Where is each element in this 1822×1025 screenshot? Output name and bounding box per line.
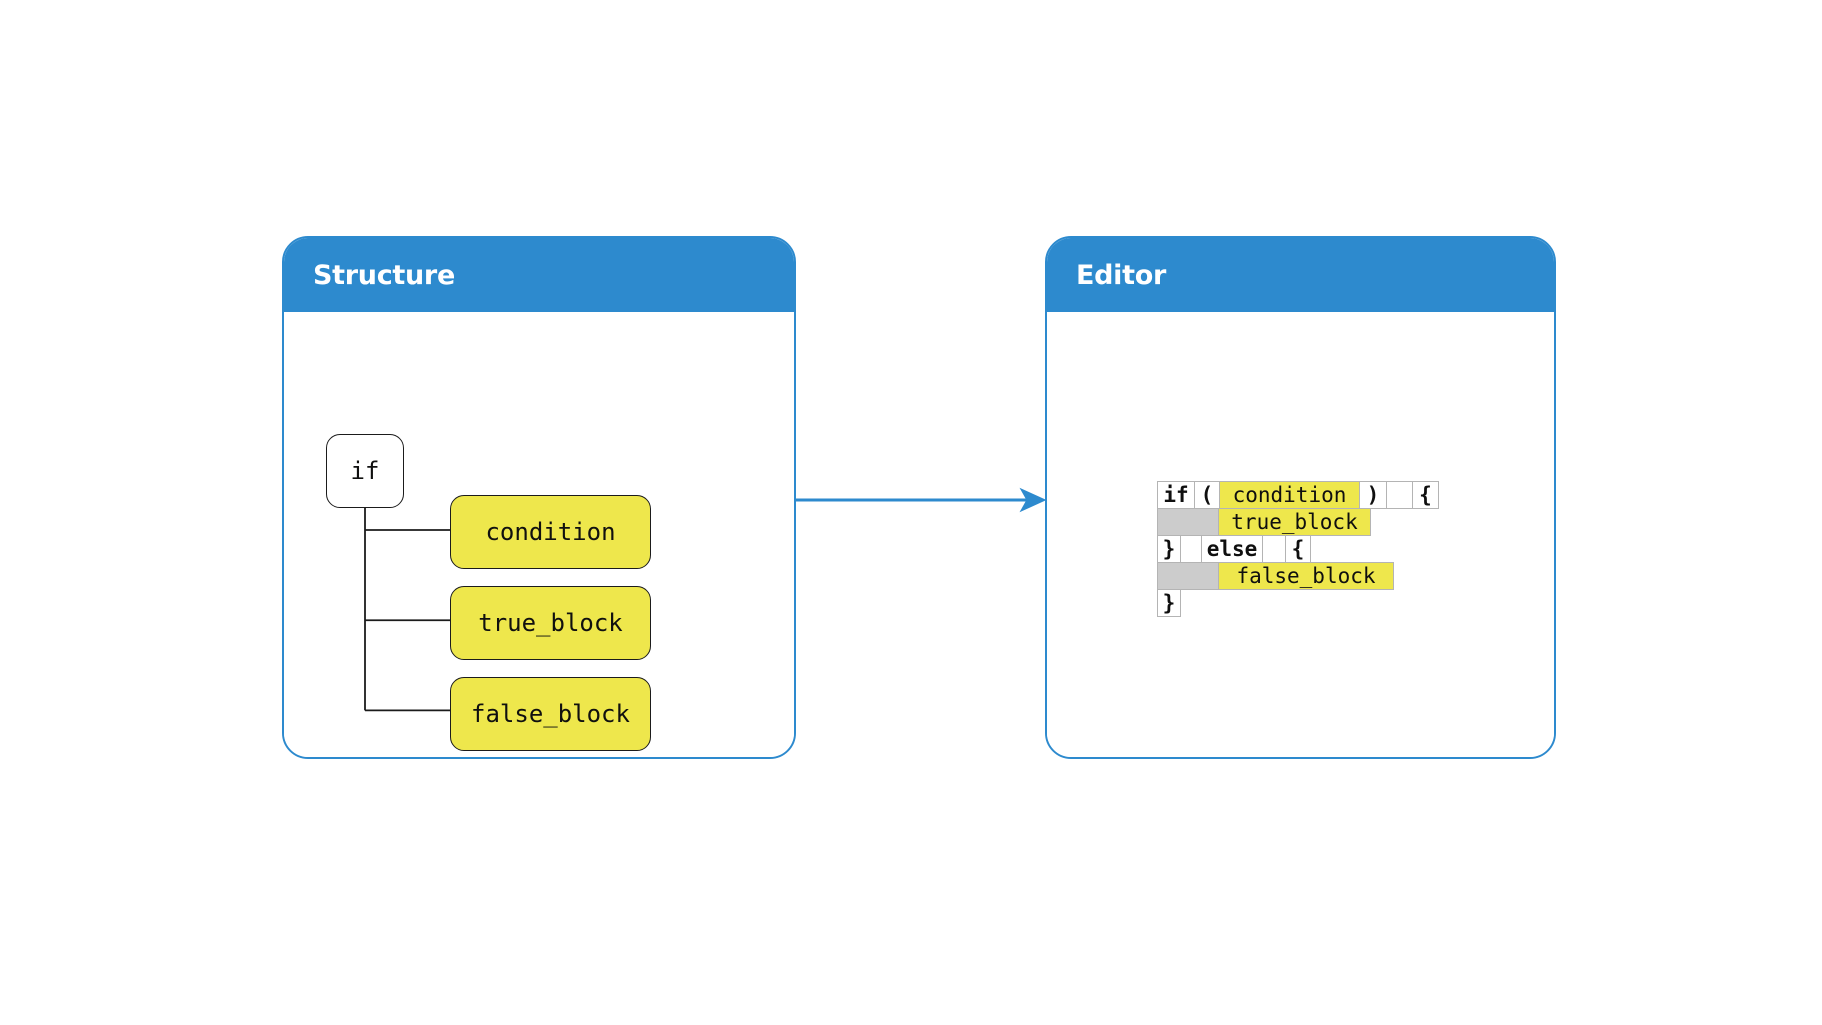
editor-slot-false-block[interactable]: false_block (1218, 562, 1394, 590)
editor-token-kw: else (1201, 535, 1263, 563)
structure-node-condition-label: condition (485, 518, 616, 546)
editor-token-punct: } (1157, 535, 1181, 563)
structure-panel-body: if condition true_block false_block (284, 312, 794, 757)
editor-code-line: } else { (1157, 535, 1439, 563)
structure-node-false-block[interactable]: false_block (450, 677, 651, 751)
editor-token-kw: if (1157, 481, 1195, 509)
editor-code-line: } (1157, 589, 1439, 617)
editor-code-line: true_block (1157, 508, 1439, 536)
structure-node-false-block-label: false_block (471, 700, 630, 728)
editor-token-gap (1180, 535, 1202, 563)
structure-panel-header: Structure (284, 238, 794, 312)
editor-code-grid[interactable]: if(condition) { true_block} else { false… (1157, 481, 1439, 617)
editor-code-line: if(condition) { (1157, 481, 1439, 509)
editor-token-punct: { (1285, 535, 1311, 563)
editor-panel-header: Editor (1047, 238, 1554, 312)
structure-node-true-block-label: true_block (478, 609, 623, 637)
structure-panel-title: Structure (313, 259, 455, 291)
editor-panel: Editor if(condition) { true_block} else … (1045, 236, 1556, 759)
editor-token-punct: ) (1359, 481, 1387, 509)
editor-token-indent (1157, 508, 1219, 536)
structure-node-condition[interactable]: condition (450, 495, 651, 569)
editor-slot-condition[interactable]: condition (1219, 481, 1360, 509)
editor-token-punct: ( (1194, 481, 1220, 509)
structure-panel: Structure if condition true_block (282, 236, 796, 759)
editor-token-punct: } (1157, 589, 1181, 617)
structure-node-true-block[interactable]: true_block (450, 586, 651, 660)
editor-panel-body: if(condition) { true_block} else { false… (1047, 312, 1554, 757)
editor-token-gap (1262, 535, 1286, 563)
structure-node-if[interactable]: if (326, 434, 404, 508)
editor-panel-title: Editor (1076, 259, 1166, 291)
editor-token-punct: { (1412, 481, 1439, 509)
editor-token-indent (1157, 562, 1219, 590)
structure-to-editor-arrow (794, 487, 1047, 513)
editor-code-line: false_block (1157, 562, 1439, 590)
editor-token-gap (1386, 481, 1413, 509)
editor-slot-true-block[interactable]: true_block (1218, 508, 1371, 536)
structure-tree-lines (364, 506, 450, 712)
structure-node-if-label: if (350, 457, 380, 485)
